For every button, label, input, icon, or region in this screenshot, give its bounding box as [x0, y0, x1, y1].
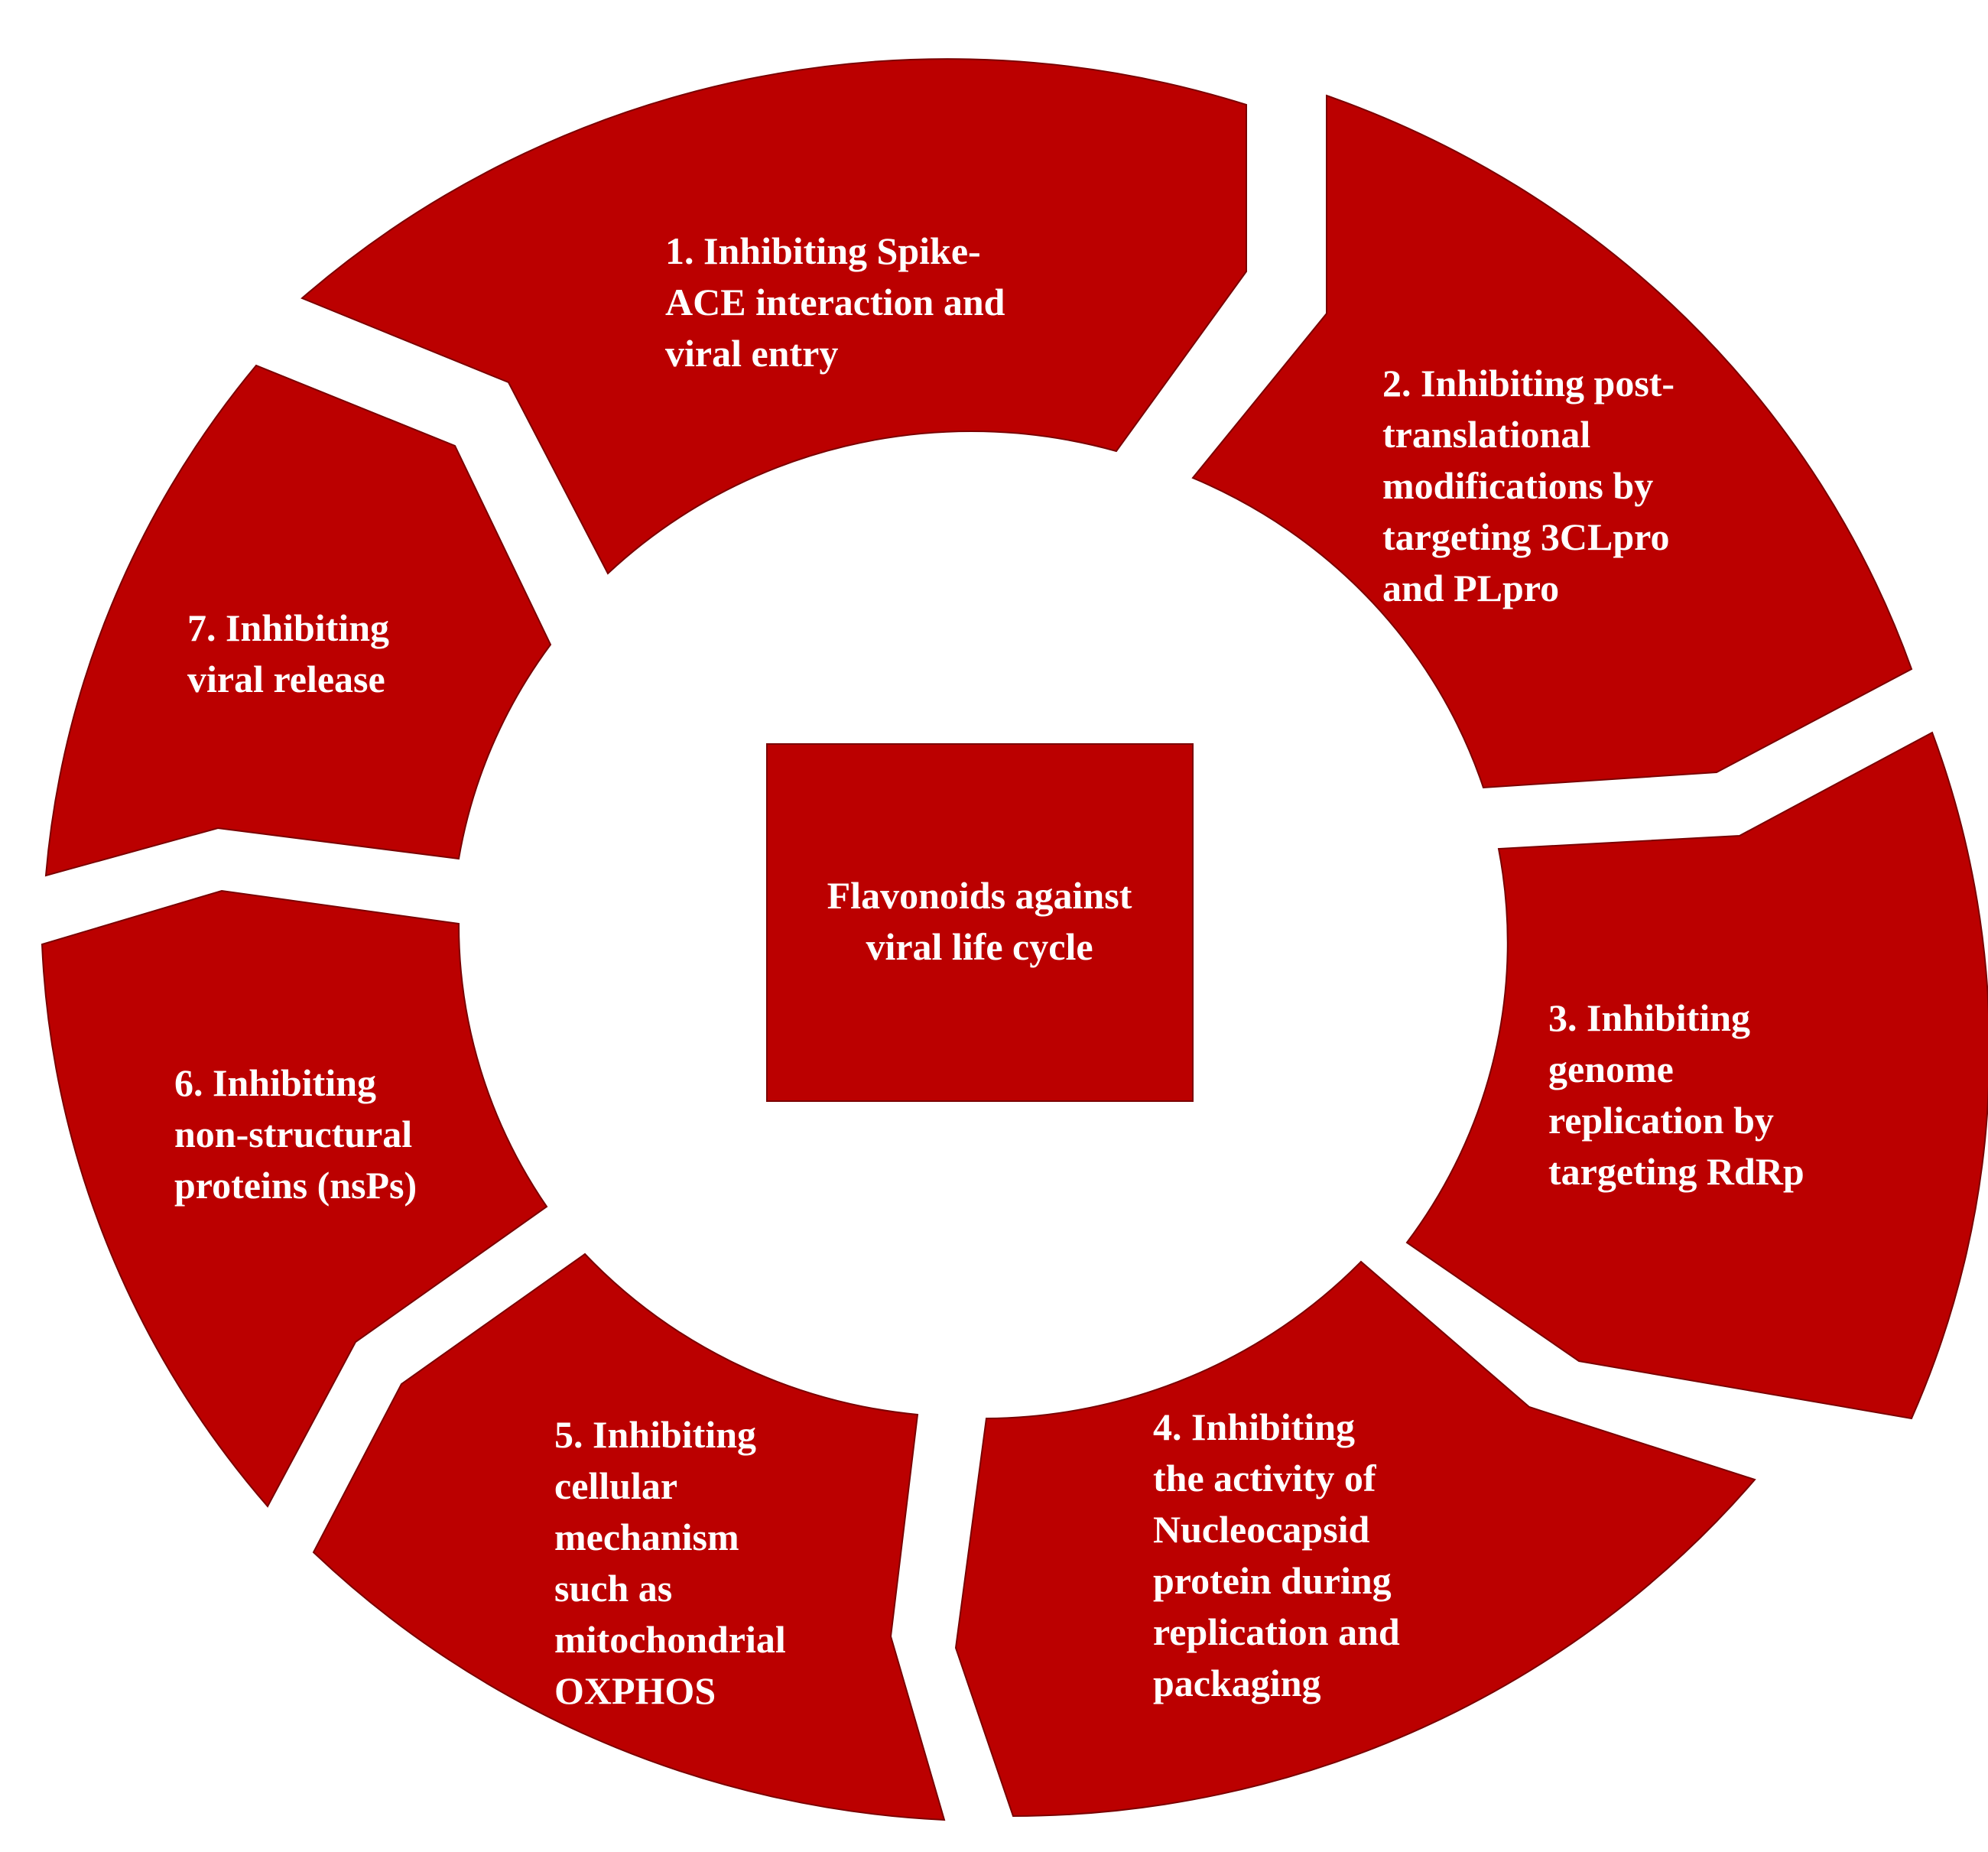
center-title: Flavonoids against viral life cycle	[827, 874, 1132, 968]
label-line: ACE interaction and	[665, 281, 1005, 323]
label-line: mitochondrial	[554, 1618, 786, 1661]
segment-7-label: 7. Inhibiting viral release	[187, 606, 389, 700]
label-line: the activity of	[1153, 1457, 1377, 1499]
label-line: targeting RdRp	[1548, 1150, 1804, 1193]
label-line: replication by	[1548, 1099, 1774, 1142]
label-line: viral release	[187, 658, 385, 700]
segment-3: 3. Inhibiting genome replication by targeti…	[1405, 731, 1988, 1420]
segment-5-label: 5. Inhibiting cellular mechanism such as mit…	[554, 1413, 786, 1712]
segment-6: 6. Inhibiting non-structural proteins (nsP…	[41, 889, 548, 1508]
label-line: mechanism	[554, 1516, 739, 1558]
label-line: packaging	[1153, 1662, 1321, 1704]
label-line: non-structural	[174, 1113, 412, 1155]
label-line: OXPHOS	[554, 1669, 716, 1712]
segment-3-label: 3. Inhibiting genome replication by targeti…	[1548, 996, 1804, 1193]
label-line: translational	[1382, 413, 1590, 456]
label-line: 6. Inhibiting	[174, 1061, 376, 1104]
center-box-shape	[766, 743, 1194, 1102]
label-line: replication and	[1153, 1610, 1400, 1653]
label-line: 4. Inhibiting	[1153, 1405, 1355, 1448]
label-line: 5. Inhibiting	[554, 1413, 756, 1456]
segment-5-shape	[312, 1253, 946, 1821]
label-line: 2. Inhibiting post-	[1382, 362, 1675, 405]
segment-1-shape	[300, 58, 1247, 575]
center-box: Flavonoids against viral life cycle	[766, 743, 1194, 1102]
label-line: targeting 3CLpro	[1382, 515, 1669, 558]
segment-7-shape	[44, 364, 552, 877]
segment-5: 5. Inhibiting cellular mechanism such as mit…	[312, 1253, 946, 1821]
label-line: such as	[554, 1567, 672, 1610]
segment-3-shape	[1405, 731, 1988, 1420]
label-line: cellular	[554, 1464, 677, 1507]
segment-4-label: 4. Inhibiting the activity of Nucleocapsid…	[1153, 1405, 1400, 1704]
label-line: viral life cycle	[866, 925, 1093, 968]
segment-2: 2. Inhibiting post-translational modifica…	[1191, 94, 1913, 789]
label-line: 3. Inhibiting	[1548, 996, 1750, 1039]
segment-2-shape	[1191, 94, 1913, 789]
segment-6-label: 6. Inhibiting non-structural proteins (nsP…	[174, 1061, 417, 1207]
segment-2-label: 2. Inhibiting post-translational modifica…	[1382, 362, 1675, 609]
segment-1: 1. Inhibiting Spike- ACE interaction and v…	[300, 58, 1247, 575]
segment-4-shape	[954, 1260, 1756, 1818]
label-line: protein during	[1153, 1559, 1392, 1602]
label-line: 7. Inhibiting	[187, 606, 389, 649]
label-line: Nucleocapsid	[1153, 1508, 1370, 1551]
segment-6-shape	[41, 889, 548, 1508]
segment-7: 7. Inhibiting viral release	[44, 364, 552, 877]
label-line: genome	[1548, 1048, 1674, 1090]
label-line: proteins (nsPs)	[174, 1164, 417, 1207]
label-line: Flavonoids against	[827, 874, 1132, 917]
label-line: viral entry	[665, 332, 838, 375]
segment-1-label: 1. Inhibiting Spike- ACE interaction and v…	[665, 229, 1005, 375]
label-line: modifications by	[1382, 464, 1653, 507]
label-line: 1. Inhibiting Spike-	[665, 229, 981, 272]
label-line: and PLpro	[1382, 567, 1559, 609]
segment-4: 4. Inhibiting the activity of Nucleocapsid…	[954, 1260, 1756, 1818]
